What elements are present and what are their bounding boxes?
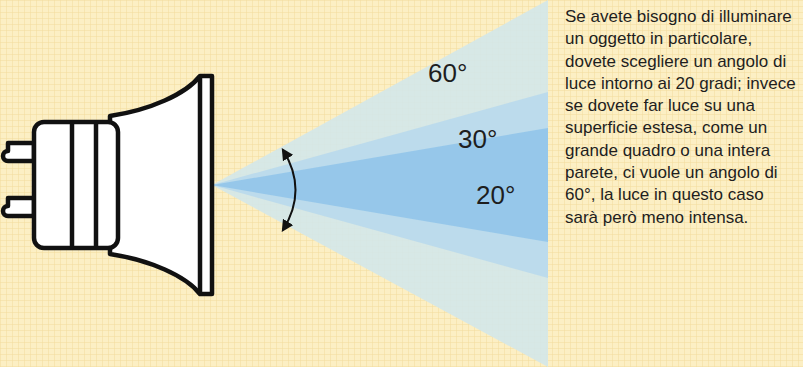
bulb-pin	[3, 198, 34, 216]
bulb-base-ring	[70, 122, 75, 248]
bulb-reflector	[110, 76, 212, 294]
angle-label: 60°	[428, 58, 467, 88]
bulb-rim	[198, 76, 203, 294]
light-cone-20	[212, 128, 548, 242]
gu10-bulb	[3, 76, 212, 294]
angle-arrow	[283, 150, 296, 230]
angle-label: 30°	[458, 124, 497, 154]
angle-label: 20°	[476, 180, 515, 210]
light-cone-60	[212, 0, 548, 367]
note-text: Se avete bisogno di illuminare un oggett…	[565, 6, 797, 229]
bulb-base	[34, 122, 118, 248]
bulb-base-ring	[94, 122, 99, 248]
bulb-pin	[3, 143, 34, 161]
light-cone-30	[212, 92, 548, 278]
